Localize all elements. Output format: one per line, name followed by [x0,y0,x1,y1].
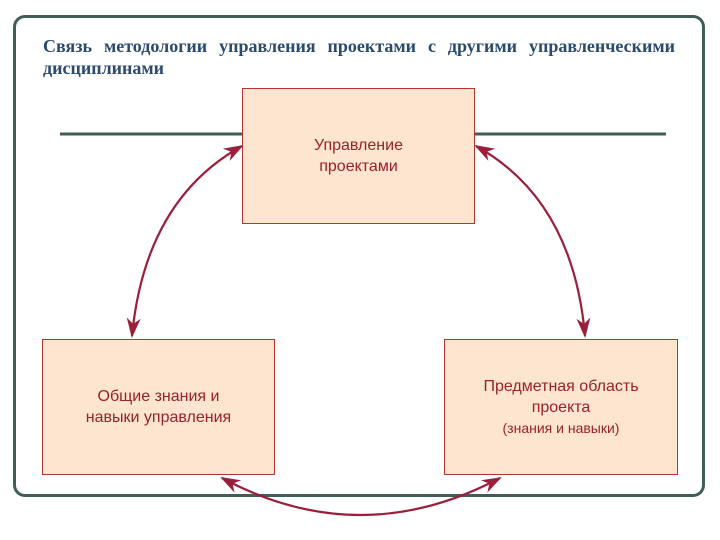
arrow-left-right [220,477,502,517]
arrow-top-right [474,145,591,338]
arrow-top-left [126,145,244,338]
node-subject-area: Предметная область проекта (знания и нав… [444,339,678,475]
node-top-line2: проектами [319,158,398,175]
node-right-line3: (знания и навыки) [502,420,620,436]
node-right-line2: проекта [531,399,591,416]
node-project-management: Управление проектами [242,88,475,224]
node-general-management: Общие знания и навыки управления [42,339,275,475]
node-left-line2: навыки управления [85,409,232,426]
diagram-title: Связь методологии управления проектами с… [43,36,675,78]
node-right-line1: Предметная область [483,378,639,395]
node-top-line1: Управление [314,137,403,154]
node-left-line1: Общие знания и [97,388,220,405]
